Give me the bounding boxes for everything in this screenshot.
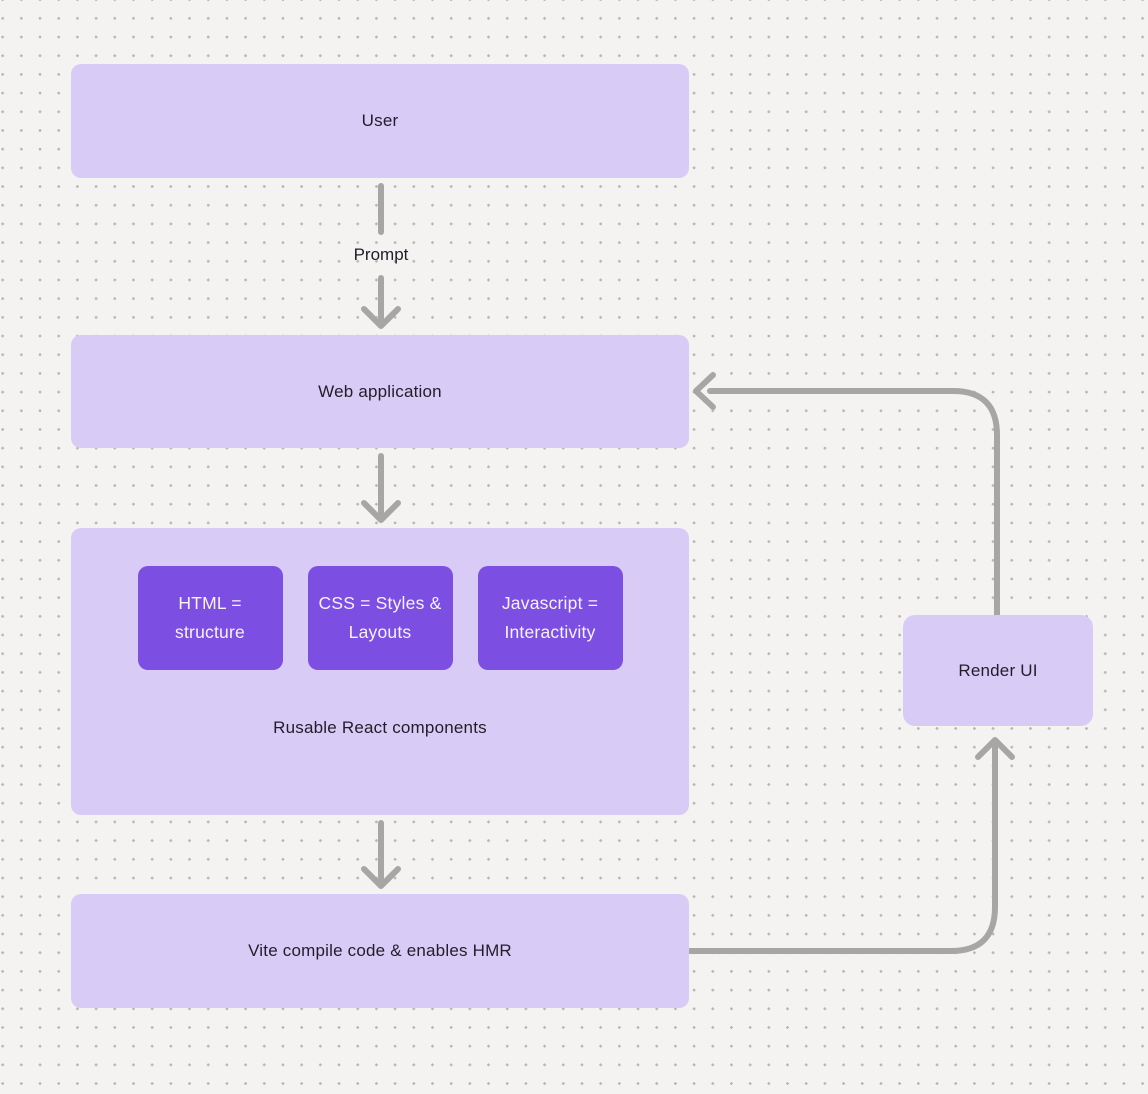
node-user[interactable]: User: [71, 64, 689, 178]
chip-css-label: CSS = Styles & Layouts: [318, 593, 442, 642]
group-caption: Rusable React components: [273, 718, 487, 737]
chip-javascript-label: Javascript = Interactivity: [501, 593, 599, 642]
node-render-ui[interactable]: Render UI: [903, 615, 1093, 726]
node-react-components-group[interactable]: HTML = structure CSS = Styles & Layouts …: [71, 528, 689, 815]
chip-css[interactable]: CSS = Styles & Layouts: [307, 566, 453, 670]
arrowhead-left-webapp-icon: [693, 372, 716, 410]
edge-label-prompt: Prompt: [353, 245, 409, 264]
component-chips-row: HTML = structure CSS = Styles & Layouts …: [137, 566, 623, 670]
node-vite[interactable]: Vite compile code & enables HMR: [71, 894, 689, 1008]
node-web-application-label: Web application: [318, 381, 442, 401]
node-web-application[interactable]: Web application: [71, 335, 689, 448]
node-user-label: User: [361, 111, 399, 130]
edge-renderui-to-webapp: [707, 388, 1000, 618]
arrowhead-down-webapp-icon: [361, 306, 401, 329]
chip-html[interactable]: HTML = structure: [137, 566, 283, 670]
chip-javascript[interactable]: Javascript = Interactivity: [477, 566, 623, 670]
chip-html-label: HTML = structure: [175, 593, 245, 642]
node-vite-label: Vite compile code & enables HMR: [248, 941, 512, 960]
node-render-ui-label: Render UI: [958, 660, 1038, 680]
arrowhead-down-group-icon: [361, 500, 401, 523]
arrowhead-up-renderui-icon: [975, 737, 1015, 760]
arrowhead-down-vite-icon: [361, 866, 401, 889]
edge-vite-to-renderui: [687, 741, 998, 954]
